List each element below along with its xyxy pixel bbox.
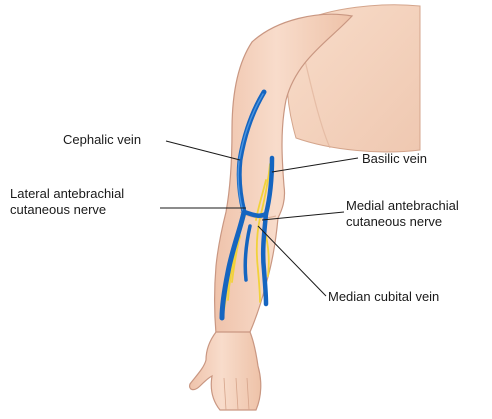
label-lateral-antebrachial-cutaneous-nerve: Lateral antebrachial cutaneous nerve (10, 186, 124, 218)
label-text-line1: Lateral antebrachial (10, 186, 124, 202)
leader-line-basilic (272, 158, 358, 172)
leader-line-cephalic (166, 141, 240, 160)
label-text-line2: cutaneous nerve (346, 214, 459, 230)
label-text: Cephalic vein (63, 132, 141, 147)
label-text: Basilic vein (362, 151, 427, 166)
label-cephalic-vein: Cephalic vein (63, 132, 141, 148)
label-text: Median cubital vein (328, 289, 439, 304)
label-text-line1: Medial antebrachial (346, 198, 459, 214)
label-median-cubital-vein: Median cubital vein (328, 289, 439, 305)
label-basilic-vein: Basilic vein (362, 151, 427, 167)
label-text-line2: cutaneous nerve (10, 202, 124, 218)
label-medial-antebrachial-cutaneous-nerve: Medial antebrachial cutaneous nerve (346, 198, 459, 230)
